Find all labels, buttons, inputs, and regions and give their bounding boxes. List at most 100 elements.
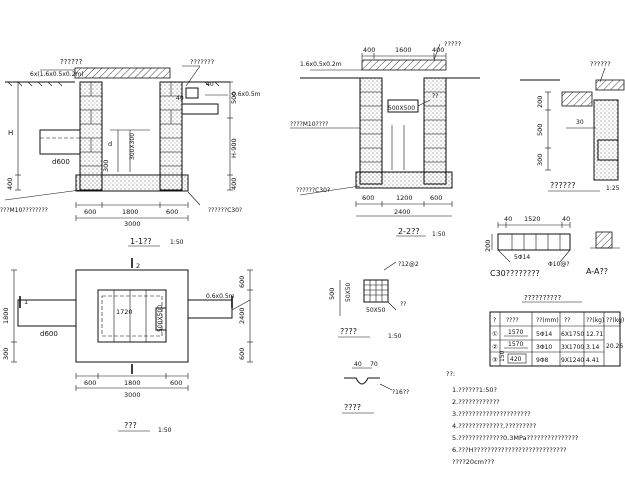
r2-dia: 9Φ8: [536, 357, 549, 364]
s2-left-label: ????M10????: [290, 121, 328, 128]
s1-dim-40: 40: [176, 95, 184, 102]
plan-dim-b0: 600: [84, 379, 96, 387]
s1-dim-400a: 400: [230, 178, 238, 190]
plan-right-label: 0.6x0.5m: [206, 293, 235, 300]
s1-bottom-left: ???M10????????: [0, 207, 48, 214]
s2-dim-b1: 1200: [396, 194, 413, 202]
s2-cover: [361, 59, 447, 71]
s2-dim-t0: 400: [363, 46, 375, 54]
ladder-bottom-label: 50X50: [366, 307, 386, 314]
th-5: ??(kg): [606, 317, 624, 324]
r2-count: 9X1240: [561, 357, 584, 364]
table-title: ??????????: [524, 294, 561, 302]
hook-title: ????: [344, 403, 361, 412]
d1-scale: 1:25: [606, 185, 620, 192]
d1-dim-500: 500: [536, 124, 544, 136]
notes-heading: ??:: [446, 370, 455, 378]
beam-dim-200: 200: [484, 240, 492, 252]
r1-weight: 3.14: [586, 344, 600, 351]
d1-label-1: ??????: [590, 60, 611, 68]
note-1: 1.??????1:50?: [452, 386, 497, 394]
s1-top-label-2: 6x(1.6x0.5x0.2m): [30, 71, 84, 78]
ladder-detail: ?12@2 500 50X50 50X50 ?? ???? 1:50: [328, 261, 419, 340]
plan-outlet: [187, 299, 233, 319]
s2-dim-t2: 400: [432, 46, 444, 54]
beam-dim-t1: 1520: [524, 215, 541, 223]
s2-scale: 1:50: [432, 231, 446, 238]
s2-dim-total: 2400: [394, 208, 411, 216]
s1-dim-h: H: [8, 129, 13, 137]
beam-detail: 40 1520 40 200 5Φ14 Φ10@? C30???????? A-…: [484, 215, 620, 278]
hook-dim-40: 40: [354, 361, 362, 368]
r1-no: ②: [492, 343, 498, 351]
s2-mid-label-2: 500X500: [388, 105, 415, 112]
s2-bottom-left: ??????C30?: [296, 187, 330, 194]
r2-weight: 4.41: [586, 357, 600, 364]
detail-top-right: ?????? 200 500 300 30 ?????? 1:25: [520, 60, 625, 192]
base-slab: [75, 174, 189, 192]
ladder-scale: 1:50: [388, 333, 402, 340]
d1-dim-3: 30: [576, 119, 584, 126]
table-side-dim: 150: [499, 350, 506, 362]
s1-dim-b2: 600: [166, 208, 178, 216]
hook-dim-70: 70: [370, 361, 378, 368]
r1-shape: 1570: [508, 341, 523, 348]
table-row: ③ 420 9Φ8 9X1240 4.41: [492, 353, 600, 364]
note-4: 4.?????????????,?????????: [452, 422, 536, 430]
s1-bottom-right: ??????C30?: [208, 207, 242, 214]
ladder-dim-50: 50X50: [345, 282, 352, 302]
plan-dim-total: 3000: [124, 391, 141, 399]
r2-no: ③: [492, 356, 498, 364]
plan-dim-600a: 600: [238, 276, 246, 288]
d1-dim-200: 200: [536, 96, 544, 108]
plan-pipe: d600: [40, 330, 58, 338]
r0-no: ①: [492, 330, 498, 338]
plan-section-mark: 1: [24, 298, 28, 306]
plan-dim-1800: 1800: [2, 307, 10, 324]
r0-count: 6X1750: [561, 331, 584, 338]
s1-pipe: d600: [52, 158, 70, 166]
s1-title: 1-1??: [130, 237, 152, 246]
s1-top-label-4: 0.6x0.5m: [232, 91, 261, 98]
s2-title: 2-2??: [398, 227, 420, 236]
th-3: ??: [564, 317, 570, 324]
s1-dim-300: 300: [102, 160, 110, 172]
s1-dim-4: 40: [206, 81, 214, 88]
note-6: 6.???H???????????????????????????: [452, 446, 567, 454]
hook-detail: 40 70 ?16?? ????: [342, 361, 409, 414]
table-row: ② 1570 3Φ10 3X1700 3.14: [492, 341, 600, 351]
s2-dim-t1: 1600: [395, 46, 412, 54]
cover-slab: [74, 67, 171, 79]
r0-shape: 1570: [508, 329, 523, 336]
table-row: ① 1570 5Φ14 6X1750 12.71 20.26: [492, 329, 623, 350]
s2-top-label-2: 1.6x0.5x0.2m: [300, 61, 342, 68]
s1-dim-d: d: [108, 140, 112, 148]
s1-top-label-1: ??????: [60, 58, 83, 66]
s2-dim-b2: 600: [430, 194, 442, 202]
left-wall: [79, 81, 103, 191]
r1-dia: 3Φ10: [536, 344, 552, 351]
plan-dim-600b: 600: [238, 348, 246, 360]
s1-scale: 1:50: [170, 239, 184, 246]
s1-dim-500: 500: [230, 92, 238, 104]
ladder-title: ????: [340, 327, 357, 336]
beam-label-2: Φ10@?: [548, 261, 570, 268]
s1-dim-b1: 1800: [122, 208, 139, 216]
beam-dim-t0: 40: [504, 215, 512, 223]
s2-dim-b0: 600: [362, 194, 374, 202]
s2-base: [355, 171, 453, 189]
d1-dim-300: 300: [536, 154, 544, 166]
d1-title: ??????: [550, 181, 575, 190]
section-2-2: 400 1600 400 ????? 1.6x0.5x0.2m ?? 500X5…: [290, 40, 480, 238]
plan-title: ???: [124, 421, 137, 430]
plan-section-mark-2: 2: [136, 262, 140, 270]
th-0: ?: [493, 317, 496, 324]
beam-title-1: C30????????: [490, 269, 540, 278]
s1-top-label-3: ???????: [190, 58, 214, 66]
ladder-top-label: ?12@2: [398, 261, 419, 268]
s2-mid-label-1: ??: [432, 93, 438, 100]
plan-dim-b1: 1800: [124, 379, 141, 387]
plan-dim-2400: 2400: [238, 307, 246, 324]
plan-scale: 1:50: [158, 427, 172, 434]
